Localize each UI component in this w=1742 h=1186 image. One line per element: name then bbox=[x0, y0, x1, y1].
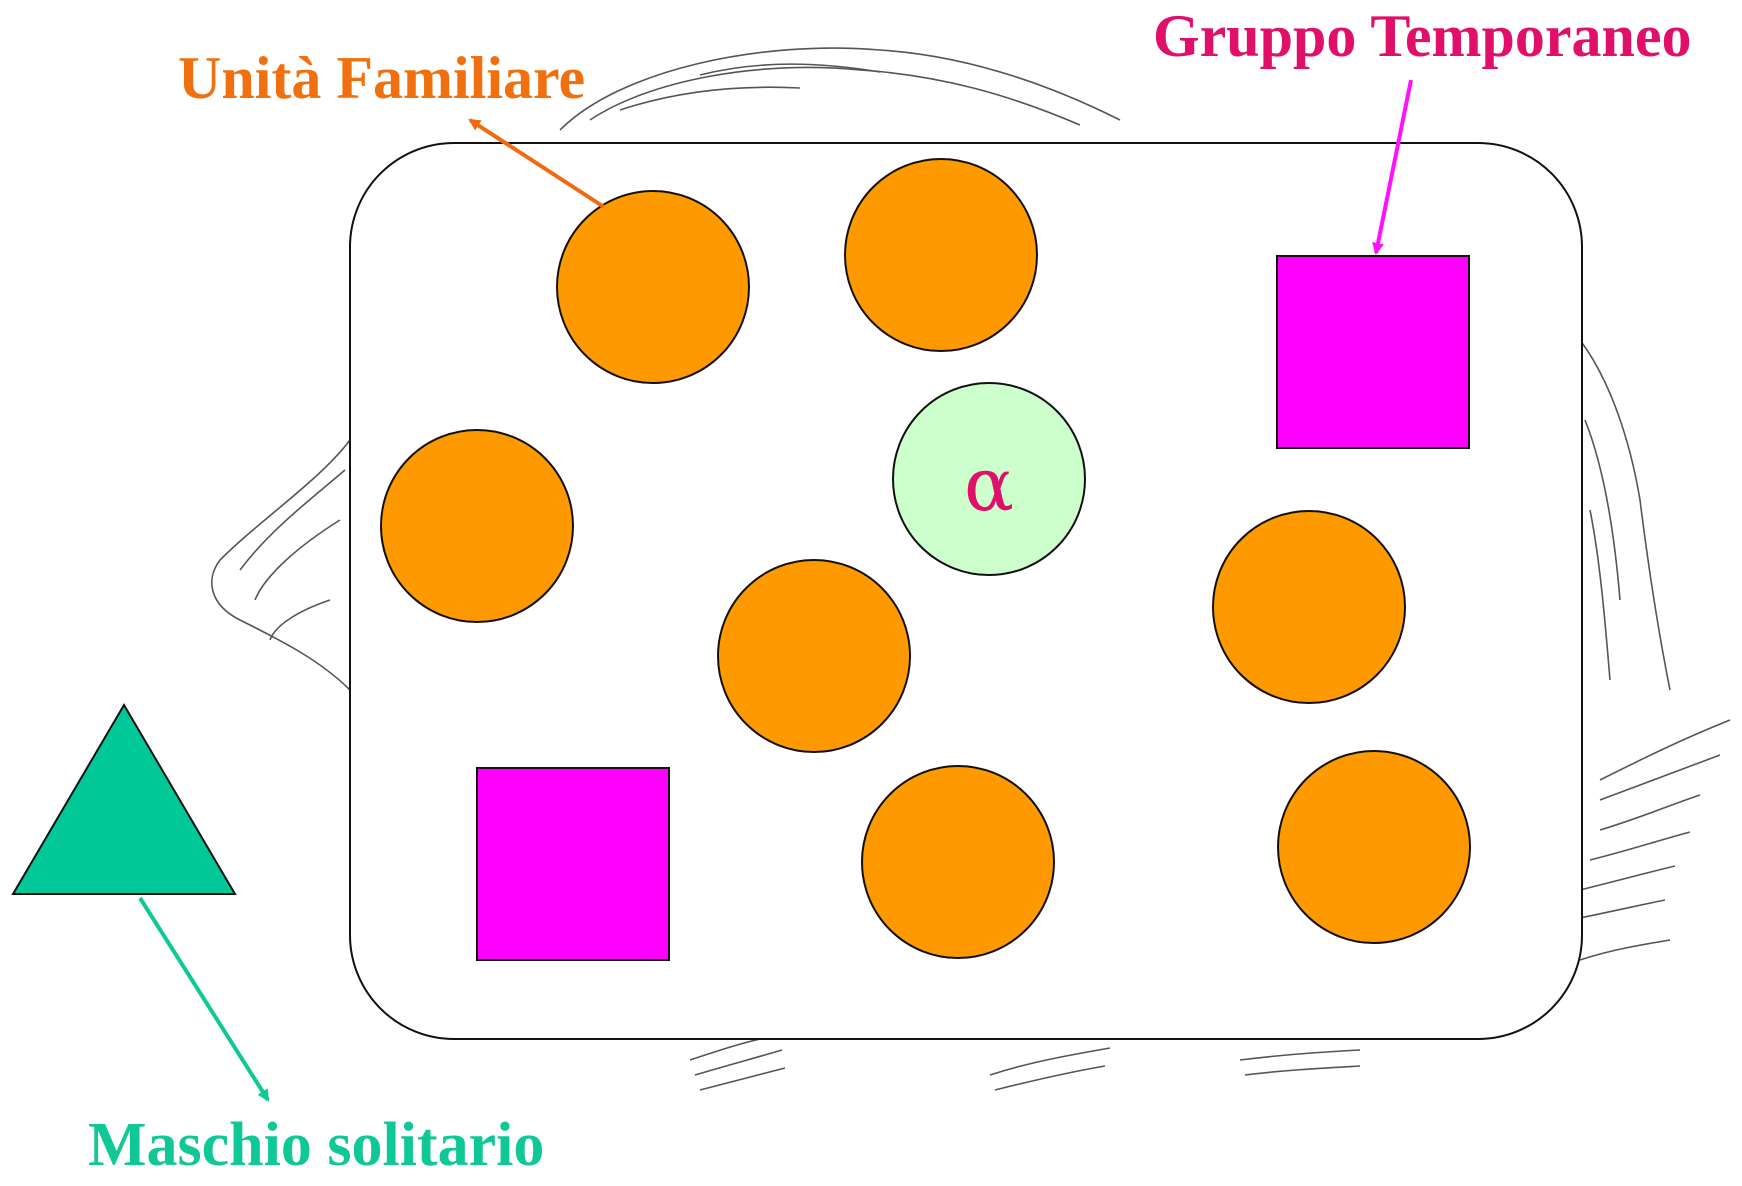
family-unit-circle bbox=[717, 559, 911, 753]
family-unit-arrow bbox=[468, 118, 606, 209]
alpha-symbol: α bbox=[964, 442, 1014, 528]
family-unit-circle bbox=[1212, 510, 1406, 704]
family-unit-circle bbox=[556, 190, 750, 384]
family-unit-circle bbox=[861, 765, 1055, 959]
temporary-group-square bbox=[1276, 255, 1470, 449]
temporary-group-label: Gruppo Temporaneo bbox=[1153, 3, 1692, 69]
family-units bbox=[380, 158, 1471, 959]
family-unit-circle bbox=[844, 158, 1038, 352]
family-unit-circle bbox=[1277, 750, 1471, 944]
background-sketch bbox=[211, 47, 1731, 1091]
alpha-circle bbox=[892, 382, 1086, 576]
temporary-group-square bbox=[476, 767, 670, 961]
solitary-male-label: Maschio solitario bbox=[88, 1111, 545, 1179]
family-unit-circle bbox=[380, 429, 574, 623]
family-unit-label: Unità Familiare bbox=[178, 45, 586, 111]
temporary-group-arrow bbox=[1372, 79, 1413, 255]
solitary-male-triangle bbox=[11, 703, 237, 895]
solitary-male-arrow bbox=[138, 896, 270, 1102]
